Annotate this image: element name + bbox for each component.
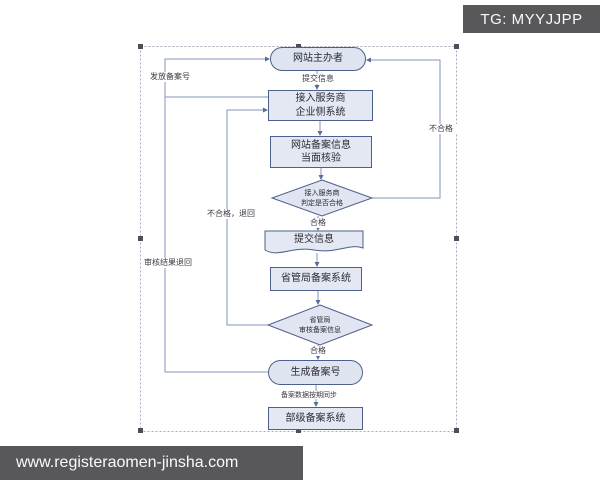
node-onsite-verify-line1: 网站备案信息 xyxy=(291,139,351,151)
node-generate-number-label: 生成备案号 xyxy=(290,366,341,378)
watermark-tg-text: TG: MYYJJPP xyxy=(480,10,583,28)
watermark-url-badge: www.registeraomen-jinsha.com xyxy=(0,446,303,480)
edge-label-qualified-1: 合格 xyxy=(298,218,338,228)
edge-label-qualified-2: 合格 xyxy=(298,346,338,356)
node-isp-judge-line2: 判定是否合格 xyxy=(301,199,343,207)
node-organizer-label: 网站主办者 xyxy=(293,53,343,65)
edge-label-submit-info: 提交信息 xyxy=(292,74,344,84)
node-isp-system-line1: 接入服务商 xyxy=(295,93,346,104)
node-isp-system-line2: 企业侧系统 xyxy=(295,106,346,118)
node-ministry-system: 部级备案系统 xyxy=(268,407,363,430)
edge-label-issue-number: 发放备案号 xyxy=(145,72,195,82)
edge-label-review-result-return: 审核结果退回 xyxy=(141,258,195,268)
node-provincial-review-line1: 省管局 xyxy=(309,315,331,324)
node-provincial-review-label: 省管局 审核备案信息 xyxy=(270,310,370,340)
watermark-tg-badge: TG: MYYJJPP xyxy=(463,5,600,33)
node-isp-judge-line1: 接入服务商 xyxy=(304,188,340,197)
node-provincial-system: 省管局备案系统 xyxy=(270,267,362,291)
edge-label-unqualified: 不合格 xyxy=(423,124,459,134)
edge-label-unqualified-return: 不合格，退回 xyxy=(203,209,259,219)
node-ministry-system-label: 部级备案系统 xyxy=(285,412,346,424)
node-isp-system: 接入服务商 企业侧系统 xyxy=(268,90,373,121)
node-onsite-verify-line2: 当面核验 xyxy=(301,153,341,164)
edge-label-data-sync: 备案数据按期同步 xyxy=(266,391,352,400)
watermark-url-text: www.registeraomen-jinsha.com xyxy=(16,454,239,471)
node-provincial-review-line2: 审核备案信息 xyxy=(299,326,341,334)
node-onsite-verify: 网站备案信息 当面核验 xyxy=(270,136,372,168)
node-provincial-system-label: 省管局备案系统 xyxy=(281,273,351,285)
node-isp-judge-label: 接入服务商 判定是否合格 xyxy=(272,184,372,212)
node-generate-number: 生成备案号 xyxy=(268,360,363,385)
node-organizer: 网站主办者 xyxy=(270,47,366,71)
node-submit-doc-label: 提交信息 xyxy=(265,231,363,248)
node-submit-doc-text: 提交信息 xyxy=(294,233,334,245)
